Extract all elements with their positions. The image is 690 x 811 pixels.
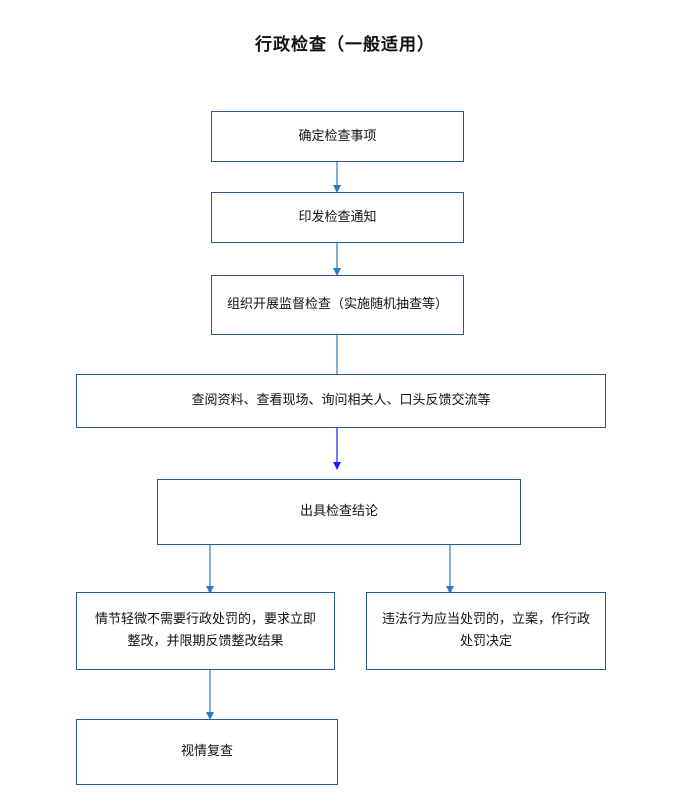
step-penalty-decision: 违法行为应当处罚的，立案，作行政 处罚决定 (366, 592, 606, 670)
step-determine-items: 确定检查事项 (211, 111, 464, 162)
step-label: 视情复查 (180, 744, 233, 759)
step-label: 印发检查通知 (298, 209, 377, 225)
step-organize-inspection: 组织开展监督检查（实施随机抽查等） (211, 275, 464, 335)
step-label: 确定检查事项 (298, 128, 377, 144)
step-issue-notice: 印发检查通知 (211, 192, 464, 243)
step-label: 查阅资料、查看现场、询问相关人、口头反馈交流等 (191, 393, 491, 408)
step-re-inspection: 视情复查 (76, 719, 338, 785)
step-label: 组织开展监督检查（实施随机抽查等） (226, 297, 448, 312)
step-issue-conclusion: 出具检查结论 (157, 479, 521, 545)
step-label: 出具检查结论 (299, 504, 378, 519)
step-minor-rectify: 情节轻微不需要行政处罚的，要求立即 整改，并限期反馈整改结果 (76, 592, 335, 670)
step-label-line1: 情节轻微不需要行政处罚的，要求立即 (94, 612, 316, 627)
step-label-line1: 违法行为应当处罚的，立案，作行政 (381, 612, 590, 627)
diagram-title: 行政检查（一般适用） (255, 35, 435, 55)
step-review-materials: 查阅资料、查看现场、询问相关人、口头反馈交流等 (76, 374, 606, 428)
step-label-line2: 整改，并限期反馈整改结果 (127, 634, 284, 649)
step-label-line2: 处罚决定 (459, 634, 512, 649)
